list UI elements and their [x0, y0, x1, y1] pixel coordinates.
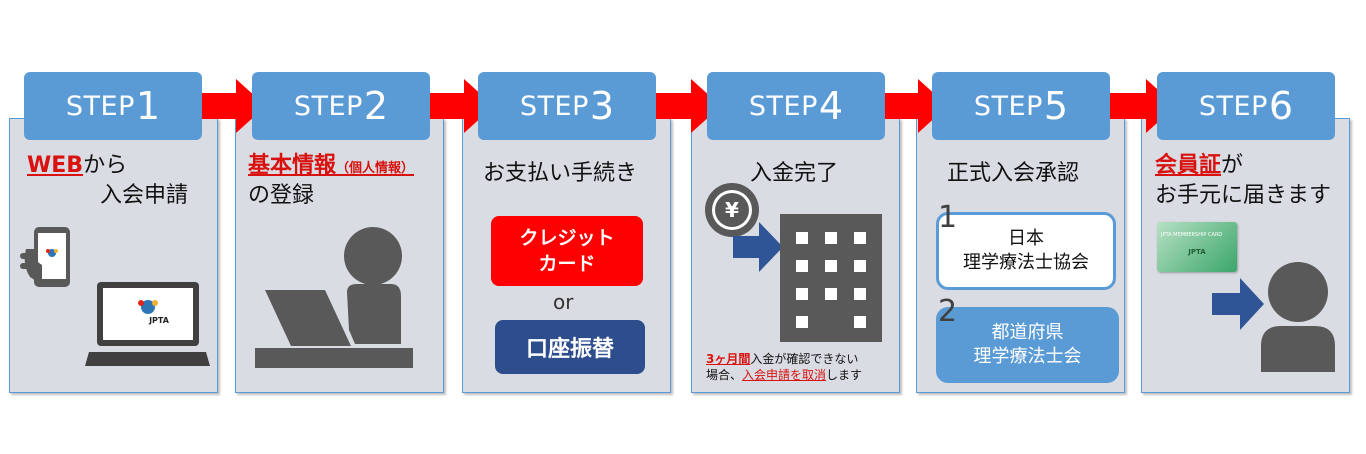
- person-icon: [1261, 262, 1335, 372]
- bank-transfer-button: 口座振替: [495, 320, 645, 374]
- prefecture-association-box: 都道府県理学療法士会: [936, 307, 1119, 383]
- step-number: 6: [1268, 84, 1294, 128]
- step-number: 2: [363, 84, 389, 128]
- laptop-icon: [85, 282, 210, 366]
- smartphone-icon: [20, 227, 70, 287]
- person-at-laptop-icon: [255, 227, 413, 368]
- step1-red-text: WEB: [27, 153, 84, 178]
- yen-coin-icon: ¥: [705, 183, 759, 237]
- step5-number-1: 1: [938, 200, 958, 235]
- step-number: 5: [1043, 84, 1069, 128]
- step-label: STEP: [293, 90, 363, 122]
- step-number: 4: [818, 84, 844, 128]
- credit-card-button: クレジットカード: [491, 216, 643, 286]
- or-text: or: [553, 290, 574, 314]
- step5-title: 正式入会承認: [947, 161, 1080, 186]
- step1-text2: 入会申請: [100, 183, 189, 208]
- step-label: STEP: [748, 90, 818, 122]
- step3-title: お支払い手続き: [483, 161, 638, 186]
- membership-card-image: JPTA MEMBERSHIP CARD JPTA: [1157, 222, 1237, 272]
- step2-text1: 基本情報（個人情報）: [248, 152, 414, 182]
- step2-panel: [235, 118, 444, 393]
- step-number: 3: [589, 84, 615, 128]
- step6-text2: お手元に届きます: [1155, 183, 1332, 208]
- step-label: STEP: [1198, 90, 1268, 122]
- step-label: STEP: [519, 90, 589, 122]
- arrow-right-icon: [424, 79, 494, 133]
- step2-text2: の登録: [248, 183, 315, 208]
- step6-text1: 会員証が: [1155, 153, 1244, 178]
- step-label: STEP: [973, 90, 1043, 122]
- step2-red-text: 基本情報（個人情報）: [248, 153, 415, 178]
- step4-title: 入金完了: [750, 161, 839, 186]
- building-icon: [780, 214, 882, 342]
- jpta-logo-text: JPTA: [149, 316, 169, 325]
- step6-red-text: 会員証: [1155, 153, 1222, 178]
- step1-text1: WEBから: [27, 153, 128, 178]
- jpta-association-box: 日本理学療法士協会: [936, 212, 1116, 290]
- arrow-right-icon: [1212, 278, 1264, 330]
- step-label: STEP: [65, 90, 135, 122]
- step-number: 1: [135, 84, 161, 128]
- arrow-right-icon: [651, 79, 721, 133]
- step5-number-2: 2: [938, 294, 958, 329]
- arrow-right-icon: [733, 222, 783, 272]
- arrow-right-icon: [196, 79, 266, 133]
- step4-note: 3ヶ月間入金が確認できない 場合、入会申請を取消します: [706, 352, 863, 382]
- arrow-right-icon: [878, 79, 948, 133]
